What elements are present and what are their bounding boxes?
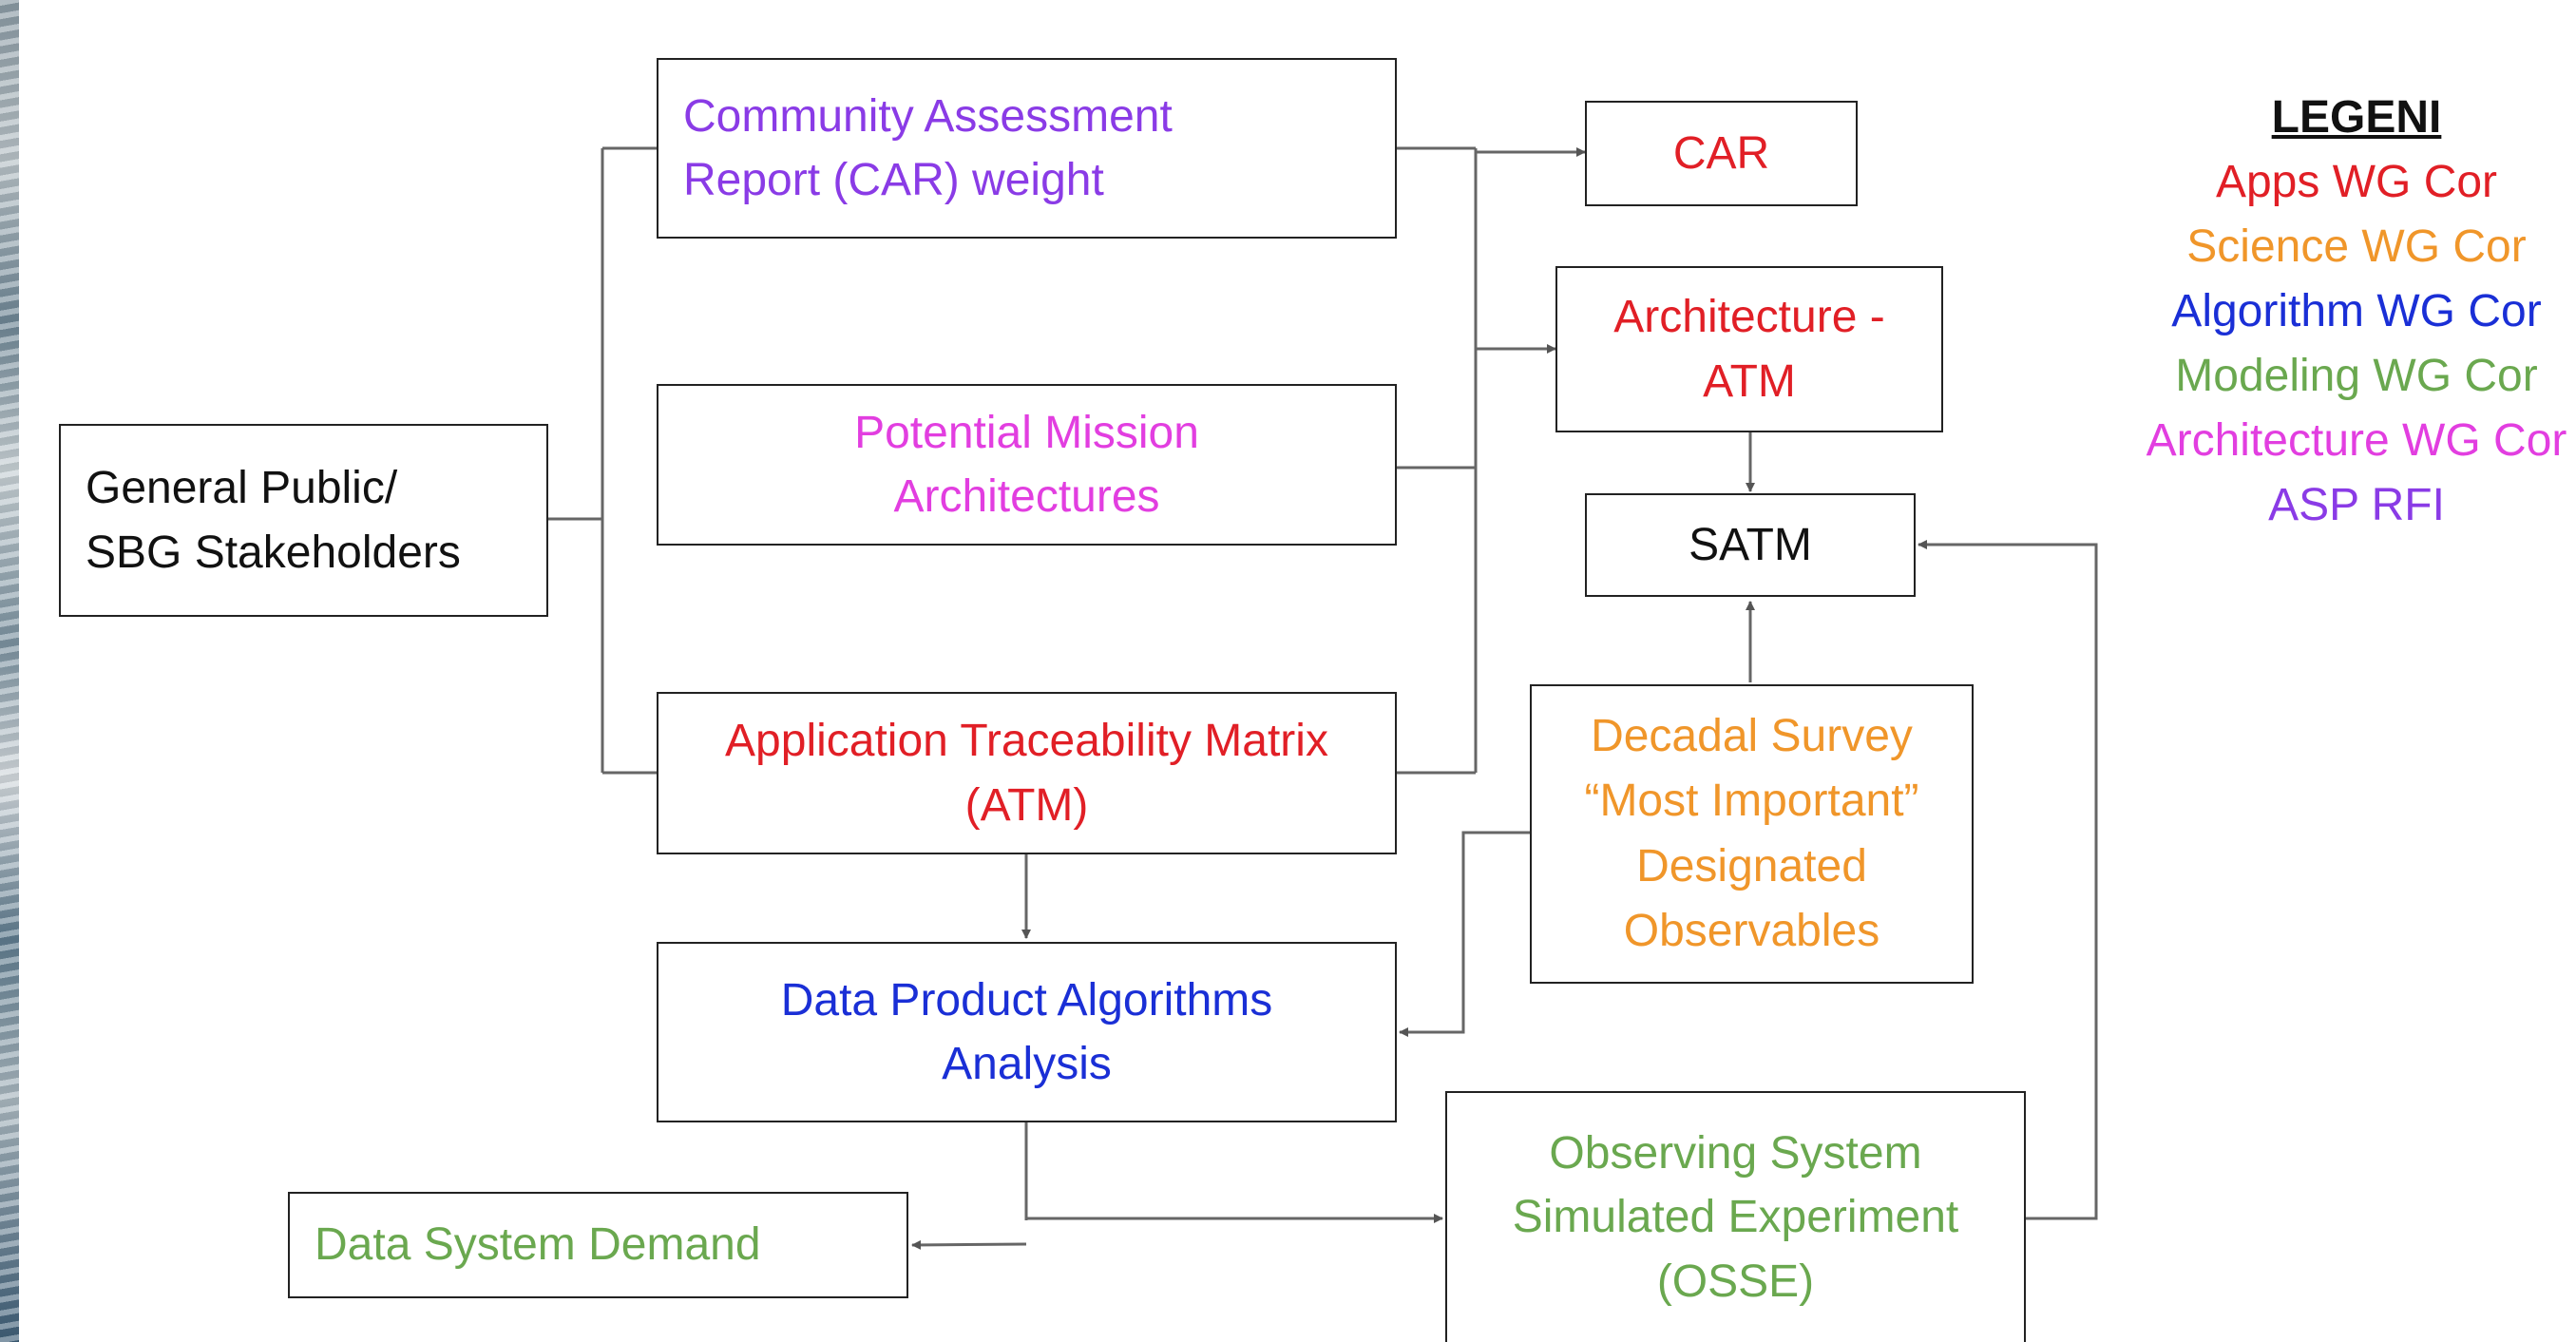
legend-item-asp: ASP RFI <box>2268 480 2445 530</box>
osse-label: Observing System Simulated Experiment (O… <box>1512 1128 1959 1307</box>
legend-item-modeling: Modeling WG Cor <box>2175 351 2538 401</box>
data-system-label: Data System Demand <box>315 1219 761 1271</box>
legend-item-architecture: Architecture WG Cor <box>2146 415 2567 466</box>
decadal-survey-label: Decadal Survey “Most Important” Designat… <box>1584 711 1919 956</box>
potential-mission-box: Potential Mission Architectures <box>657 384 1397 546</box>
decadal-survey-box: Decadal Survey “Most Important” Designat… <box>1530 684 1974 984</box>
legend: LEGENI Apps WG Cor Science WG Cor Algori… <box>2071 86 2576 538</box>
general-public-box: General Public/ SBG Stakeholders <box>59 424 548 617</box>
atm-box: Application Traceability Matrix (ATM) <box>657 692 1397 854</box>
car-weight-label: Community Assessment Report (CAR) weight <box>683 90 1173 205</box>
legend-item-apps: Apps WG Cor <box>2215 157 2498 207</box>
car-label: CAR <box>1672 127 1770 179</box>
arrow-osse-to-satm <box>1918 540 2098 1220</box>
osse-box: Observing System Simulated Experiment (O… <box>1445 1091 2026 1342</box>
data-product-box: Data Product Algorithms Analysis <box>657 942 1397 1122</box>
satm-label: SATM <box>1689 519 1812 570</box>
data-system-box: Data System Demand <box>288 1192 908 1298</box>
arrow-decadal-to-data-product <box>1399 831 1530 1037</box>
data-product-label: Data Product Algorithms Analysis <box>780 974 1273 1089</box>
car-box: CAR <box>1585 101 1858 206</box>
satm-box: SATM <box>1585 493 1916 597</box>
architecture-atm-label: Architecture - ATM <box>1613 292 1885 407</box>
background-image-strip <box>0 0 19 1342</box>
legend-title: LEGENI <box>2271 92 2442 143</box>
atm-label: Application Traceability Matrix (ATM) <box>725 716 1328 831</box>
legend-item-algorithm: Algorithm WG Cor <box>2171 286 2542 336</box>
potential-mission-label: Potential Mission Architectures <box>854 407 1199 522</box>
arrow-to-data-system <box>911 1239 1027 1250</box>
car-weight-box: Community Assessment Report (CAR) weight <box>657 58 1397 239</box>
general-public-label: General Public/ SBG Stakeholders <box>86 463 461 578</box>
architecture-atm-box: Architecture - ATM <box>1555 266 1943 432</box>
legend-item-science: Science WG Cor <box>2186 221 2527 272</box>
